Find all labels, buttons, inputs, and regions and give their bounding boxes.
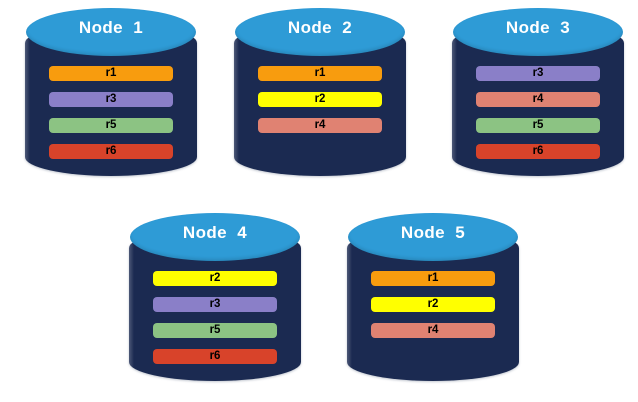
record-list: r2 r3 r5 r6: [129, 271, 301, 364]
node-cylinder-4: Node 4 r2 r3 r5 r6: [129, 211, 301, 389]
node-title: Node 4: [182, 223, 248, 242]
record-bar: r1: [258, 66, 382, 81]
cylinder-top-ellipse: [26, 8, 196, 56]
node-cylinder-1: Node 1 r1 r3 r5 r6: [25, 6, 197, 184]
record-bar: r6: [153, 349, 277, 364]
cylinder-top-ellipse: [453, 8, 623, 56]
node-title: Node 5: [400, 223, 466, 242]
record-bar: r2: [258, 92, 382, 107]
node-title: Node 1: [78, 18, 144, 37]
node-cylinder-3: Node 3 r3 r4 r5 r6: [452, 6, 624, 184]
record-bar: r5: [49, 118, 173, 133]
node-cylinder-2: Node 2 r1 r2 r4: [234, 6, 406, 184]
node-title: Node 2: [287, 18, 353, 37]
record-bar: r4: [476, 92, 600, 107]
record-list: r1 r2 r4: [234, 66, 406, 133]
record-bar: r6: [476, 144, 600, 159]
record-bar: r6: [49, 144, 173, 159]
node-title: Node 3: [505, 18, 571, 37]
record-bar: r1: [371, 271, 495, 286]
cylinder-top-ellipse: [235, 8, 405, 56]
cylinder-top-ellipse: [348, 213, 518, 261]
record-bar: r2: [371, 297, 495, 312]
record-list: r1 r2 r4: [347, 271, 519, 338]
record-bar: r4: [371, 323, 495, 338]
record-bar: r2: [153, 271, 277, 286]
cylinder-top-ellipse: [130, 213, 300, 261]
record-bar: r1: [49, 66, 173, 81]
node-cylinder-5: Node 5 r1 r2 r4: [347, 211, 519, 389]
record-bar: r3: [49, 92, 173, 107]
record-bar: r4: [258, 118, 382, 133]
record-bar: r5: [153, 323, 277, 338]
record-bar: r3: [153, 297, 277, 312]
record-bar: r5: [476, 118, 600, 133]
record-bar: r3: [476, 66, 600, 81]
record-list: r1 r3 r5 r6: [25, 66, 197, 159]
record-list: r3 r4 r5 r6: [452, 66, 624, 159]
